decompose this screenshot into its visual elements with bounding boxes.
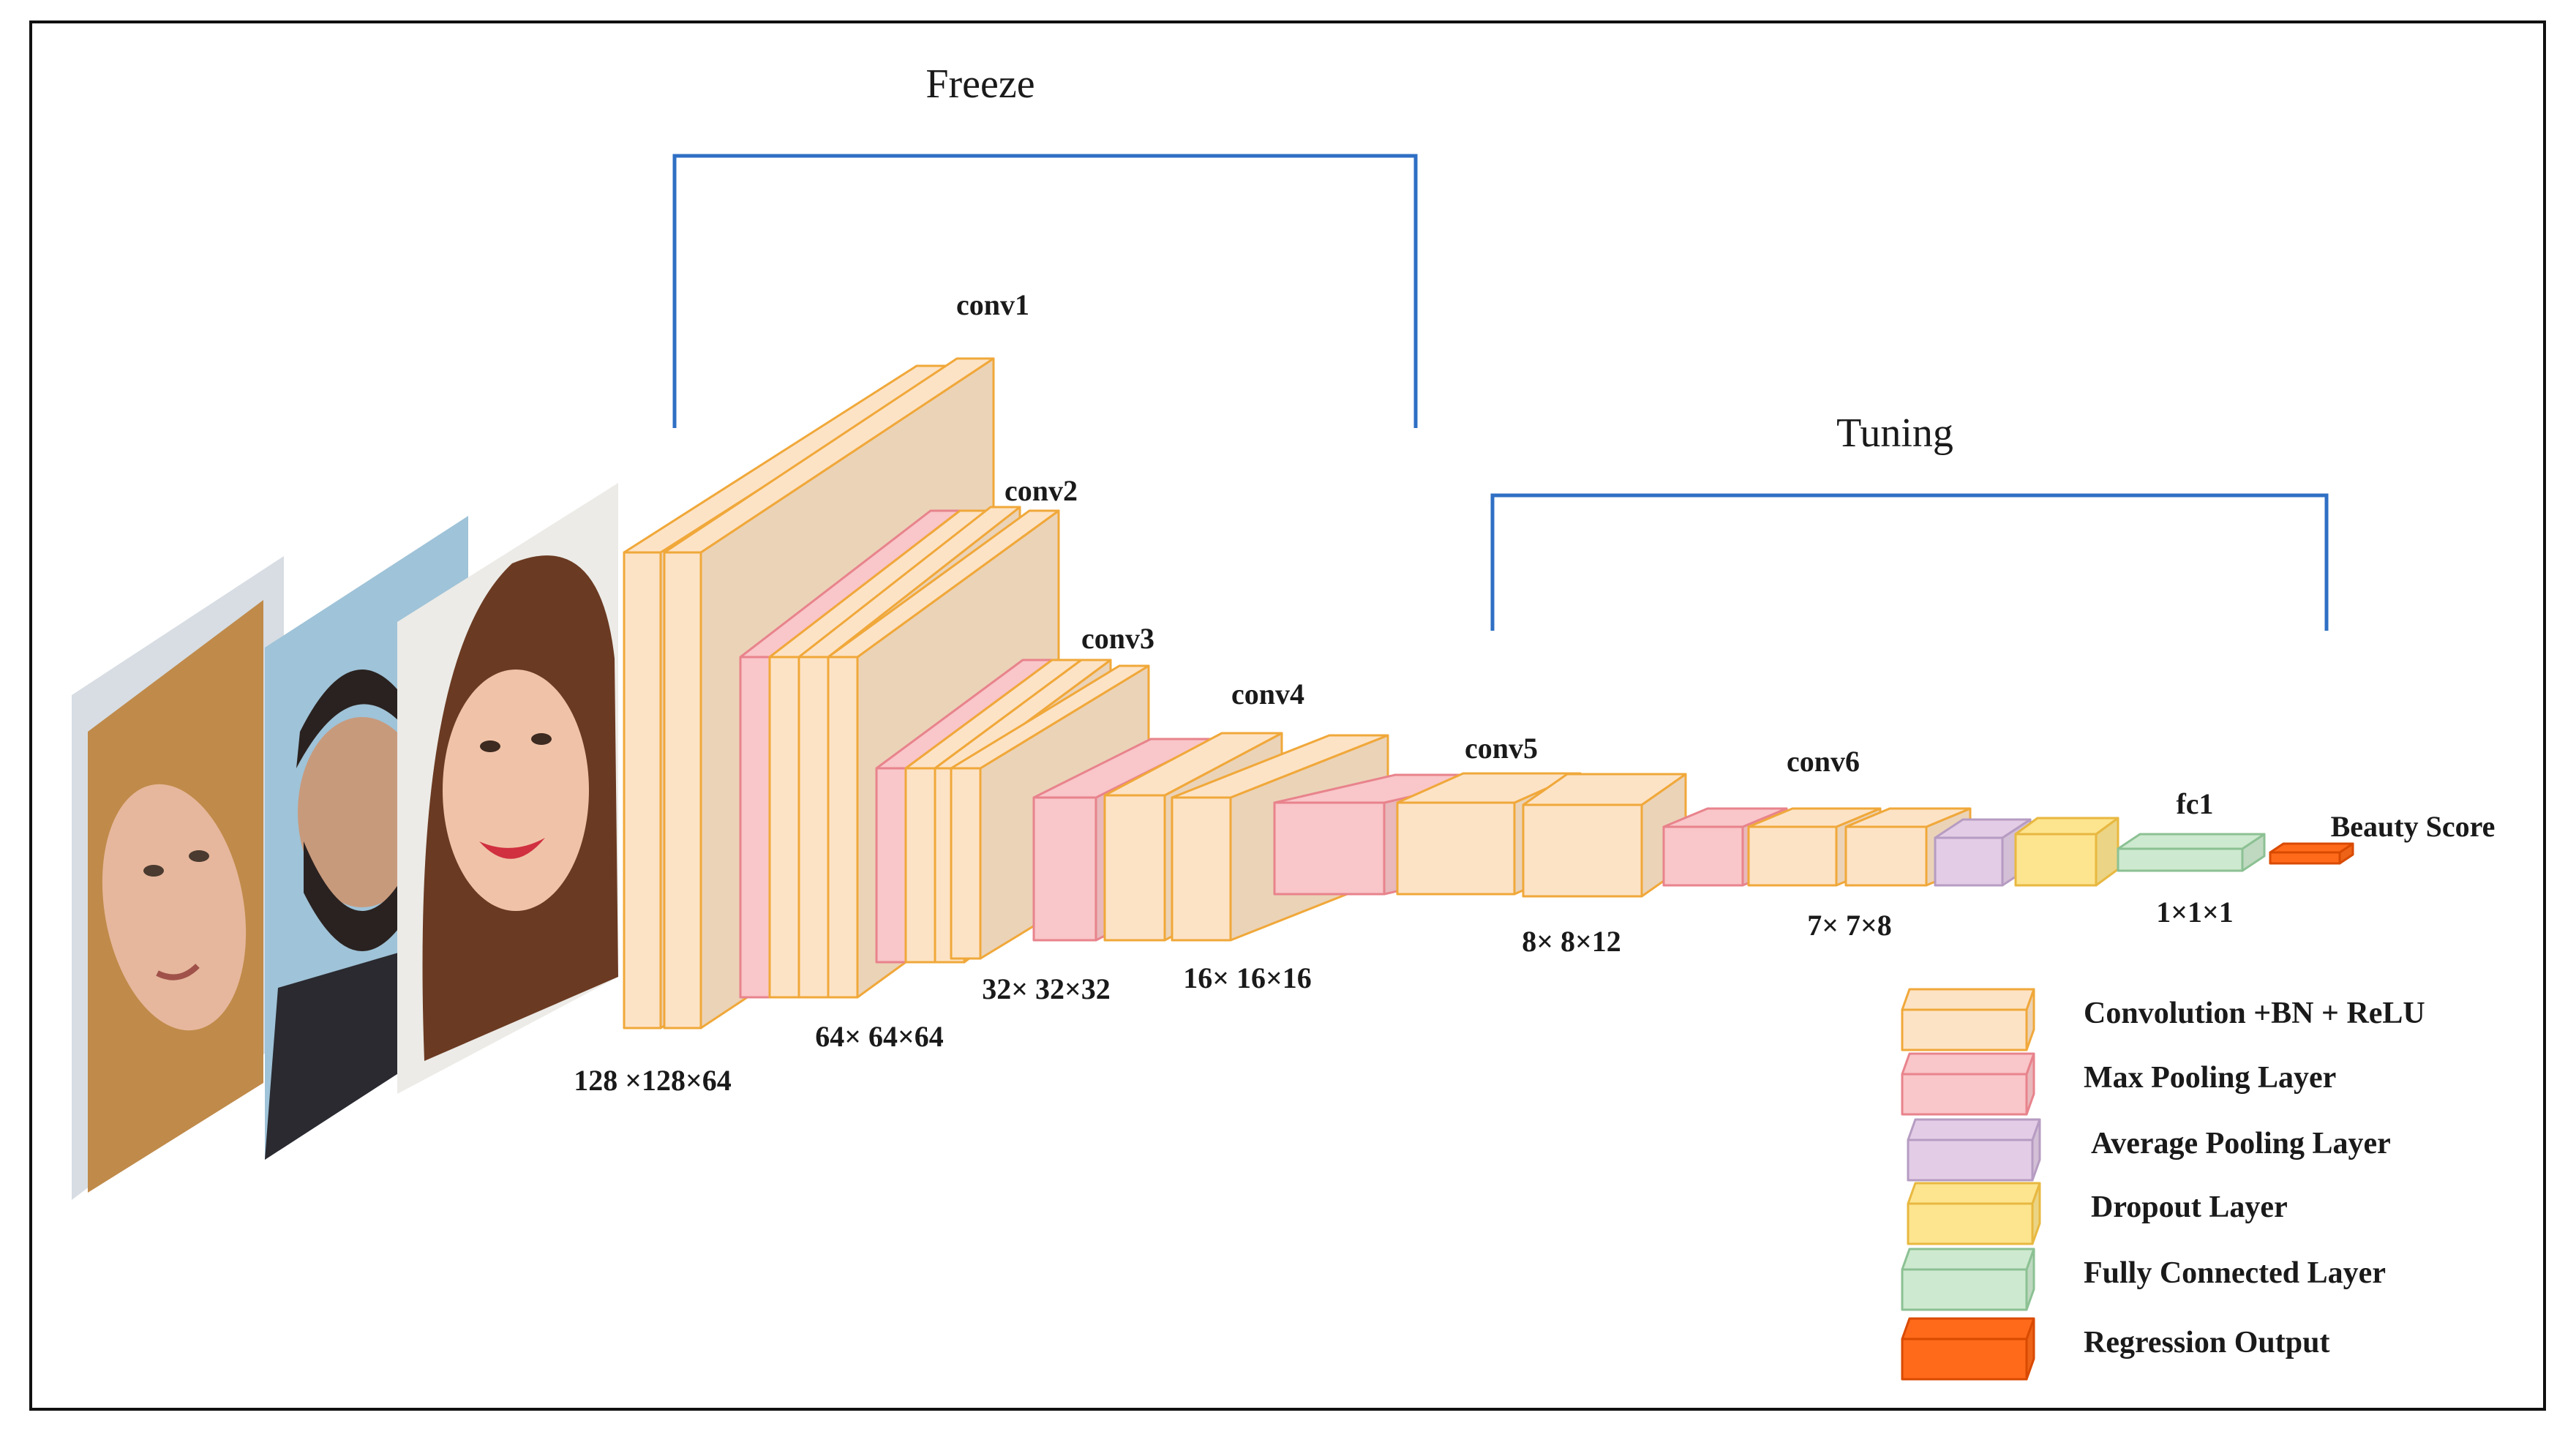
freeze-label: Freeze (925, 61, 1034, 107)
layer-block-16 (1522, 773, 1687, 898)
layer-block-22-top (2117, 833, 2266, 850)
legend-label-5: Fully Connected Layer (2084, 1256, 2386, 1290)
layer-block-15-front (1396, 801, 1516, 896)
input-images (72, 483, 618, 1200)
layer-block-3-front (739, 656, 771, 999)
dim-label-6: 7× 7×8 (1807, 909, 1892, 942)
layer-block-22 (2117, 833, 2266, 872)
legend-swatch-2-top (1901, 1052, 2035, 1076)
dim-label-2: 64× 64×64 (815, 1020, 944, 1053)
tuning-bracket: Tuning (1490, 410, 2329, 631)
legend-item-2: Max Pooling Layer (1901, 1052, 2336, 1116)
legend-swatch-5-top (1901, 1248, 2035, 1271)
conv3-label: conv3 (1081, 622, 1154, 655)
legend-item-1: Convolution +BN + ReLU (1901, 988, 2425, 1051)
layer-block-6-front (827, 656, 859, 999)
layer-block-21-front (2014, 833, 2098, 887)
legend-label-3: Average Pooling Layer (2091, 1127, 2391, 1160)
layer-block-20-front (1934, 836, 2004, 887)
layer-block-2-front (663, 551, 702, 1029)
legend-swatch-5-front (1901, 1268, 2028, 1311)
layer-block-14-front (1273, 801, 1386, 896)
layer-block-4-front (768, 656, 800, 999)
legend-swatch-3-top (1907, 1118, 2041, 1141)
dim-label-1: 128 ×128×64 (574, 1064, 732, 1097)
tuning-label: Tuning (1836, 410, 1953, 456)
legend-label-4: Dropout Layer (2091, 1190, 2288, 1224)
beauty-score-label: Beauty Score (2331, 810, 2496, 843)
layer-block-7-front (875, 767, 907, 964)
layer-labels: conv1 conv2 conv3 conv4 conv5 conv6 fc1 … (956, 288, 2495, 843)
layer-block-13-front (1171, 796, 1232, 942)
conv4-label: conv4 (1231, 678, 1304, 710)
layer-block-1-front (623, 551, 662, 1029)
dim-label-4: 16× 16×16 (1183, 961, 1312, 994)
layer-block-23-top (2269, 842, 2354, 854)
conv6-label: conv6 (1787, 745, 1860, 778)
legend-swatch-2 (1901, 1052, 2035, 1116)
legend-swatch-3 (1907, 1118, 2041, 1182)
dim-label-7: 1×1×1 (2156, 896, 2234, 929)
layer-block-11-front (1032, 796, 1097, 942)
conv2-label: conv2 (1005, 474, 1078, 507)
legend-swatch-6 (1901, 1317, 2035, 1381)
legend-swatch-2-front (1901, 1073, 2028, 1116)
legend-swatch-4-top (1907, 1182, 2041, 1205)
conv5-label: conv5 (1465, 732, 1538, 765)
legend-swatch-5 (1901, 1248, 2035, 1311)
layer-block-18-front (1747, 825, 1838, 887)
dim-label-5: 8× 8×12 (1522, 925, 1621, 958)
layer-block-17-front (1662, 825, 1744, 887)
layer-blocks (623, 357, 2354, 1029)
layer-block-21 (2014, 817, 2119, 887)
legend-swatch-6-front (1901, 1338, 2028, 1381)
layer-block-19-front (1844, 825, 1928, 887)
layer-block-23-front (2269, 851, 2341, 865)
legend-label-6: Regression Output (2084, 1326, 2329, 1359)
dimension-labels: 128 ×128×64 64× 64×64 32× 32×32 16× 16×1… (574, 896, 2234, 1097)
input-face-image-1 (72, 556, 284, 1200)
legend-label-1: Convolution +BN + ReLU (2084, 997, 2425, 1030)
layer-block-23 (2269, 842, 2354, 865)
layer-block-22-front (2117, 847, 2244, 872)
legend: Convolution +BN + ReLU Max Pooling LayerA… (1901, 988, 2425, 1381)
freeze-bracket: Freeze (672, 61, 1418, 428)
legend-swatch-4-front (1907, 1202, 2034, 1245)
layer-block-5-front (797, 656, 830, 999)
legend-item-4: Dropout Layer (1907, 1182, 2288, 1245)
legend-swatch-1-top (1901, 988, 2035, 1011)
legend-swatch-1-front (1901, 1008, 2028, 1051)
legend-item-6: Regression Output (1901, 1317, 2329, 1381)
input-face-image-3 (397, 483, 618, 1094)
fc1-label: fc1 (2176, 787, 2213, 820)
legend-swatch-1 (1901, 988, 2035, 1051)
legend-label-2: Max Pooling Layer (2084, 1061, 2336, 1095)
legend-item-5: Fully Connected Layer (1901, 1248, 2386, 1311)
legend-swatch-6-top (1901, 1317, 2035, 1340)
conv1-label: conv1 (956, 288, 1029, 321)
layer-block-16-front (1522, 803, 1643, 898)
legend-swatch-3-front (1907, 1139, 2034, 1182)
legend-item-3: Average Pooling Layer (1907, 1118, 2391, 1182)
layer-block-12-front (1103, 794, 1166, 942)
layer-block-8-front (904, 767, 936, 964)
dim-label-3: 32× 32×32 (982, 972, 1111, 1005)
legend-swatch-4 (1907, 1182, 2041, 1245)
layer-block-10-front (950, 767, 982, 960)
